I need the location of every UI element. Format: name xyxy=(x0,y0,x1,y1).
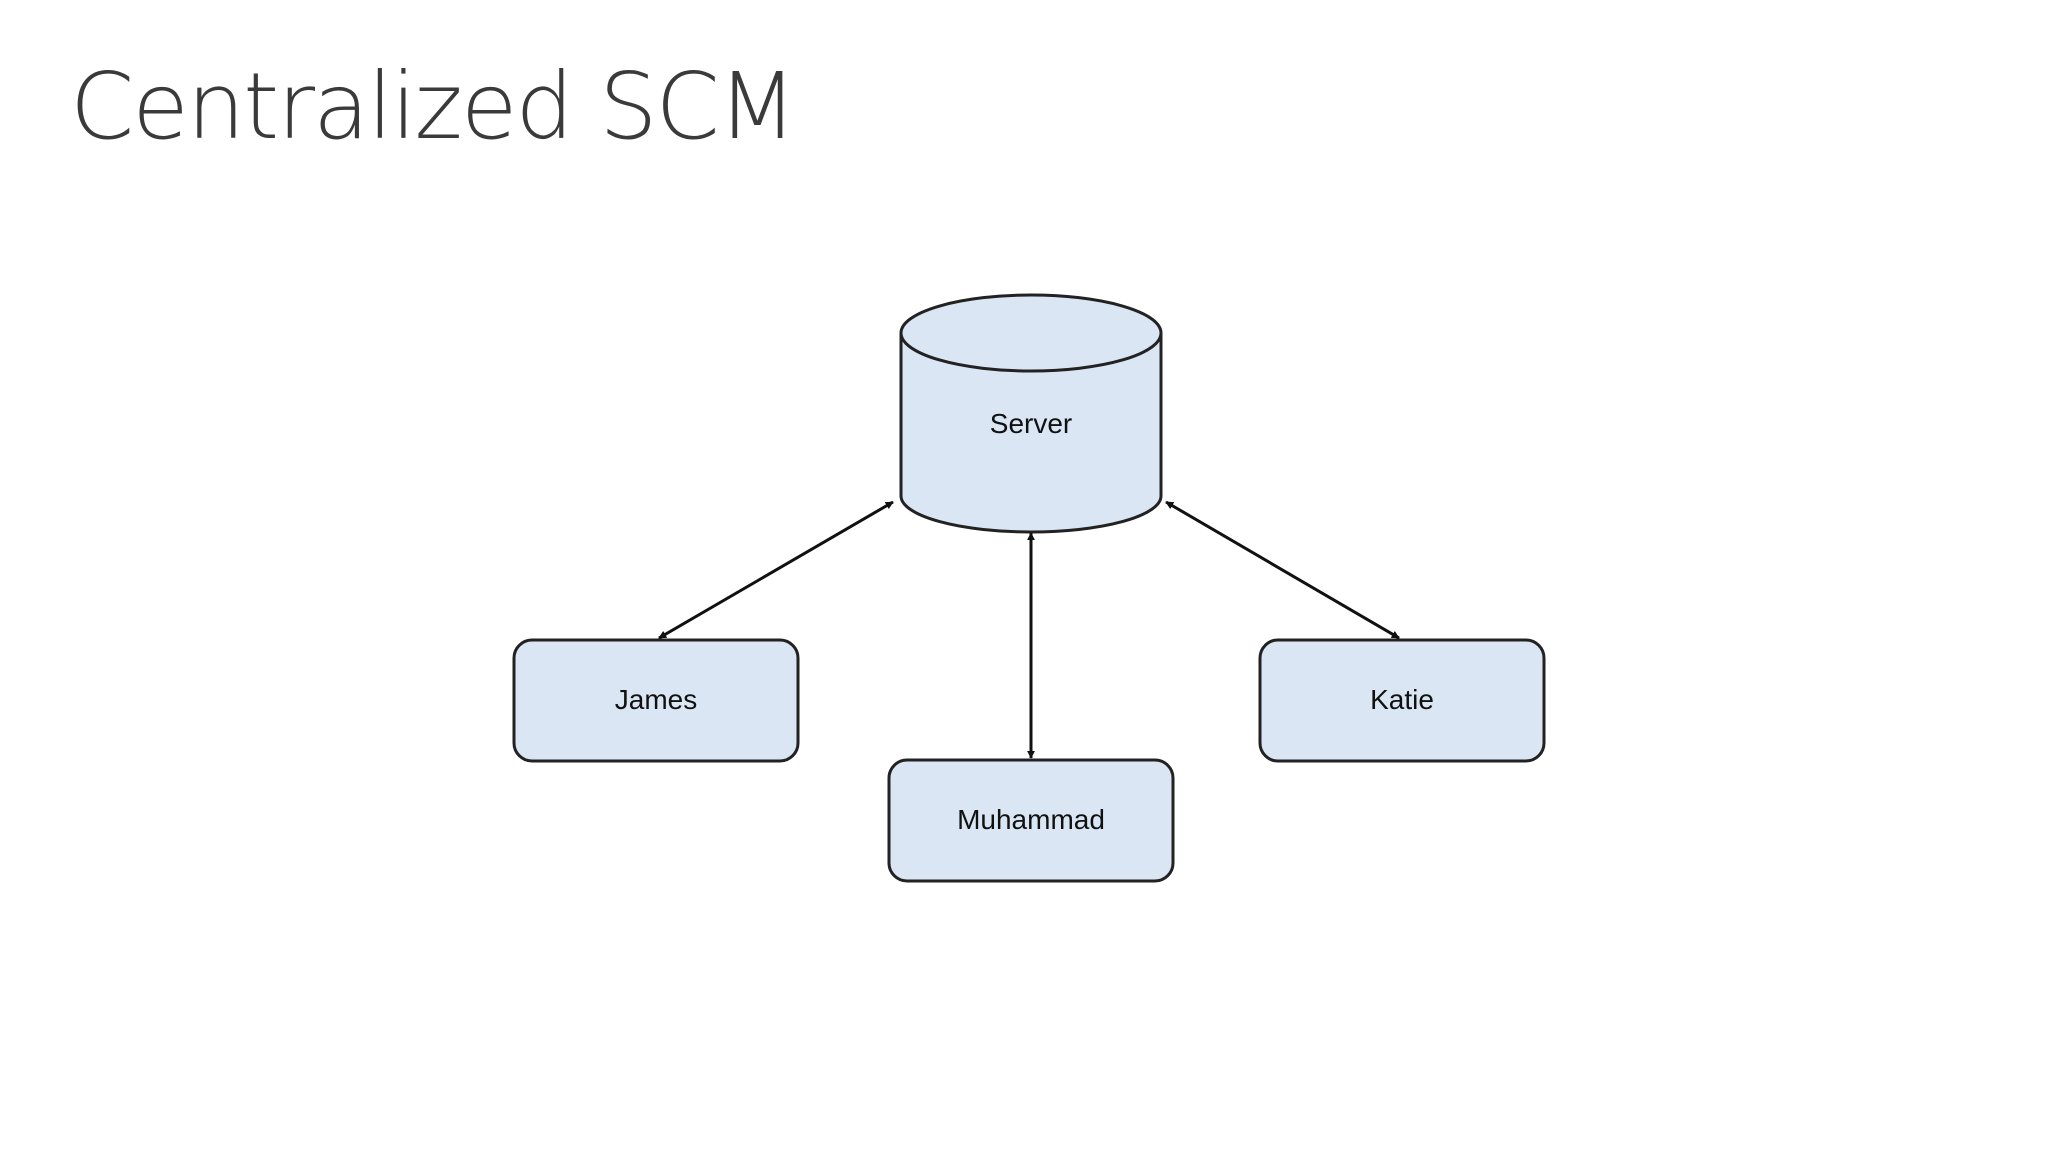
slide-title: Centralized SCM xyxy=(70,53,797,160)
client-node-james: James xyxy=(512,638,800,763)
client-label-muhammad: Muhammad xyxy=(957,804,1105,835)
edge-server-james xyxy=(658,500,894,640)
edge-server-katie xyxy=(1165,500,1400,640)
client-label-katie: Katie xyxy=(1370,684,1434,715)
server-node: Server xyxy=(899,293,1163,534)
client-node-katie: Katie xyxy=(1258,638,1546,763)
client-label-james: James xyxy=(615,684,697,715)
server-label: Server xyxy=(990,408,1072,439)
client-node-muhammad: Muhammad xyxy=(887,758,1175,883)
